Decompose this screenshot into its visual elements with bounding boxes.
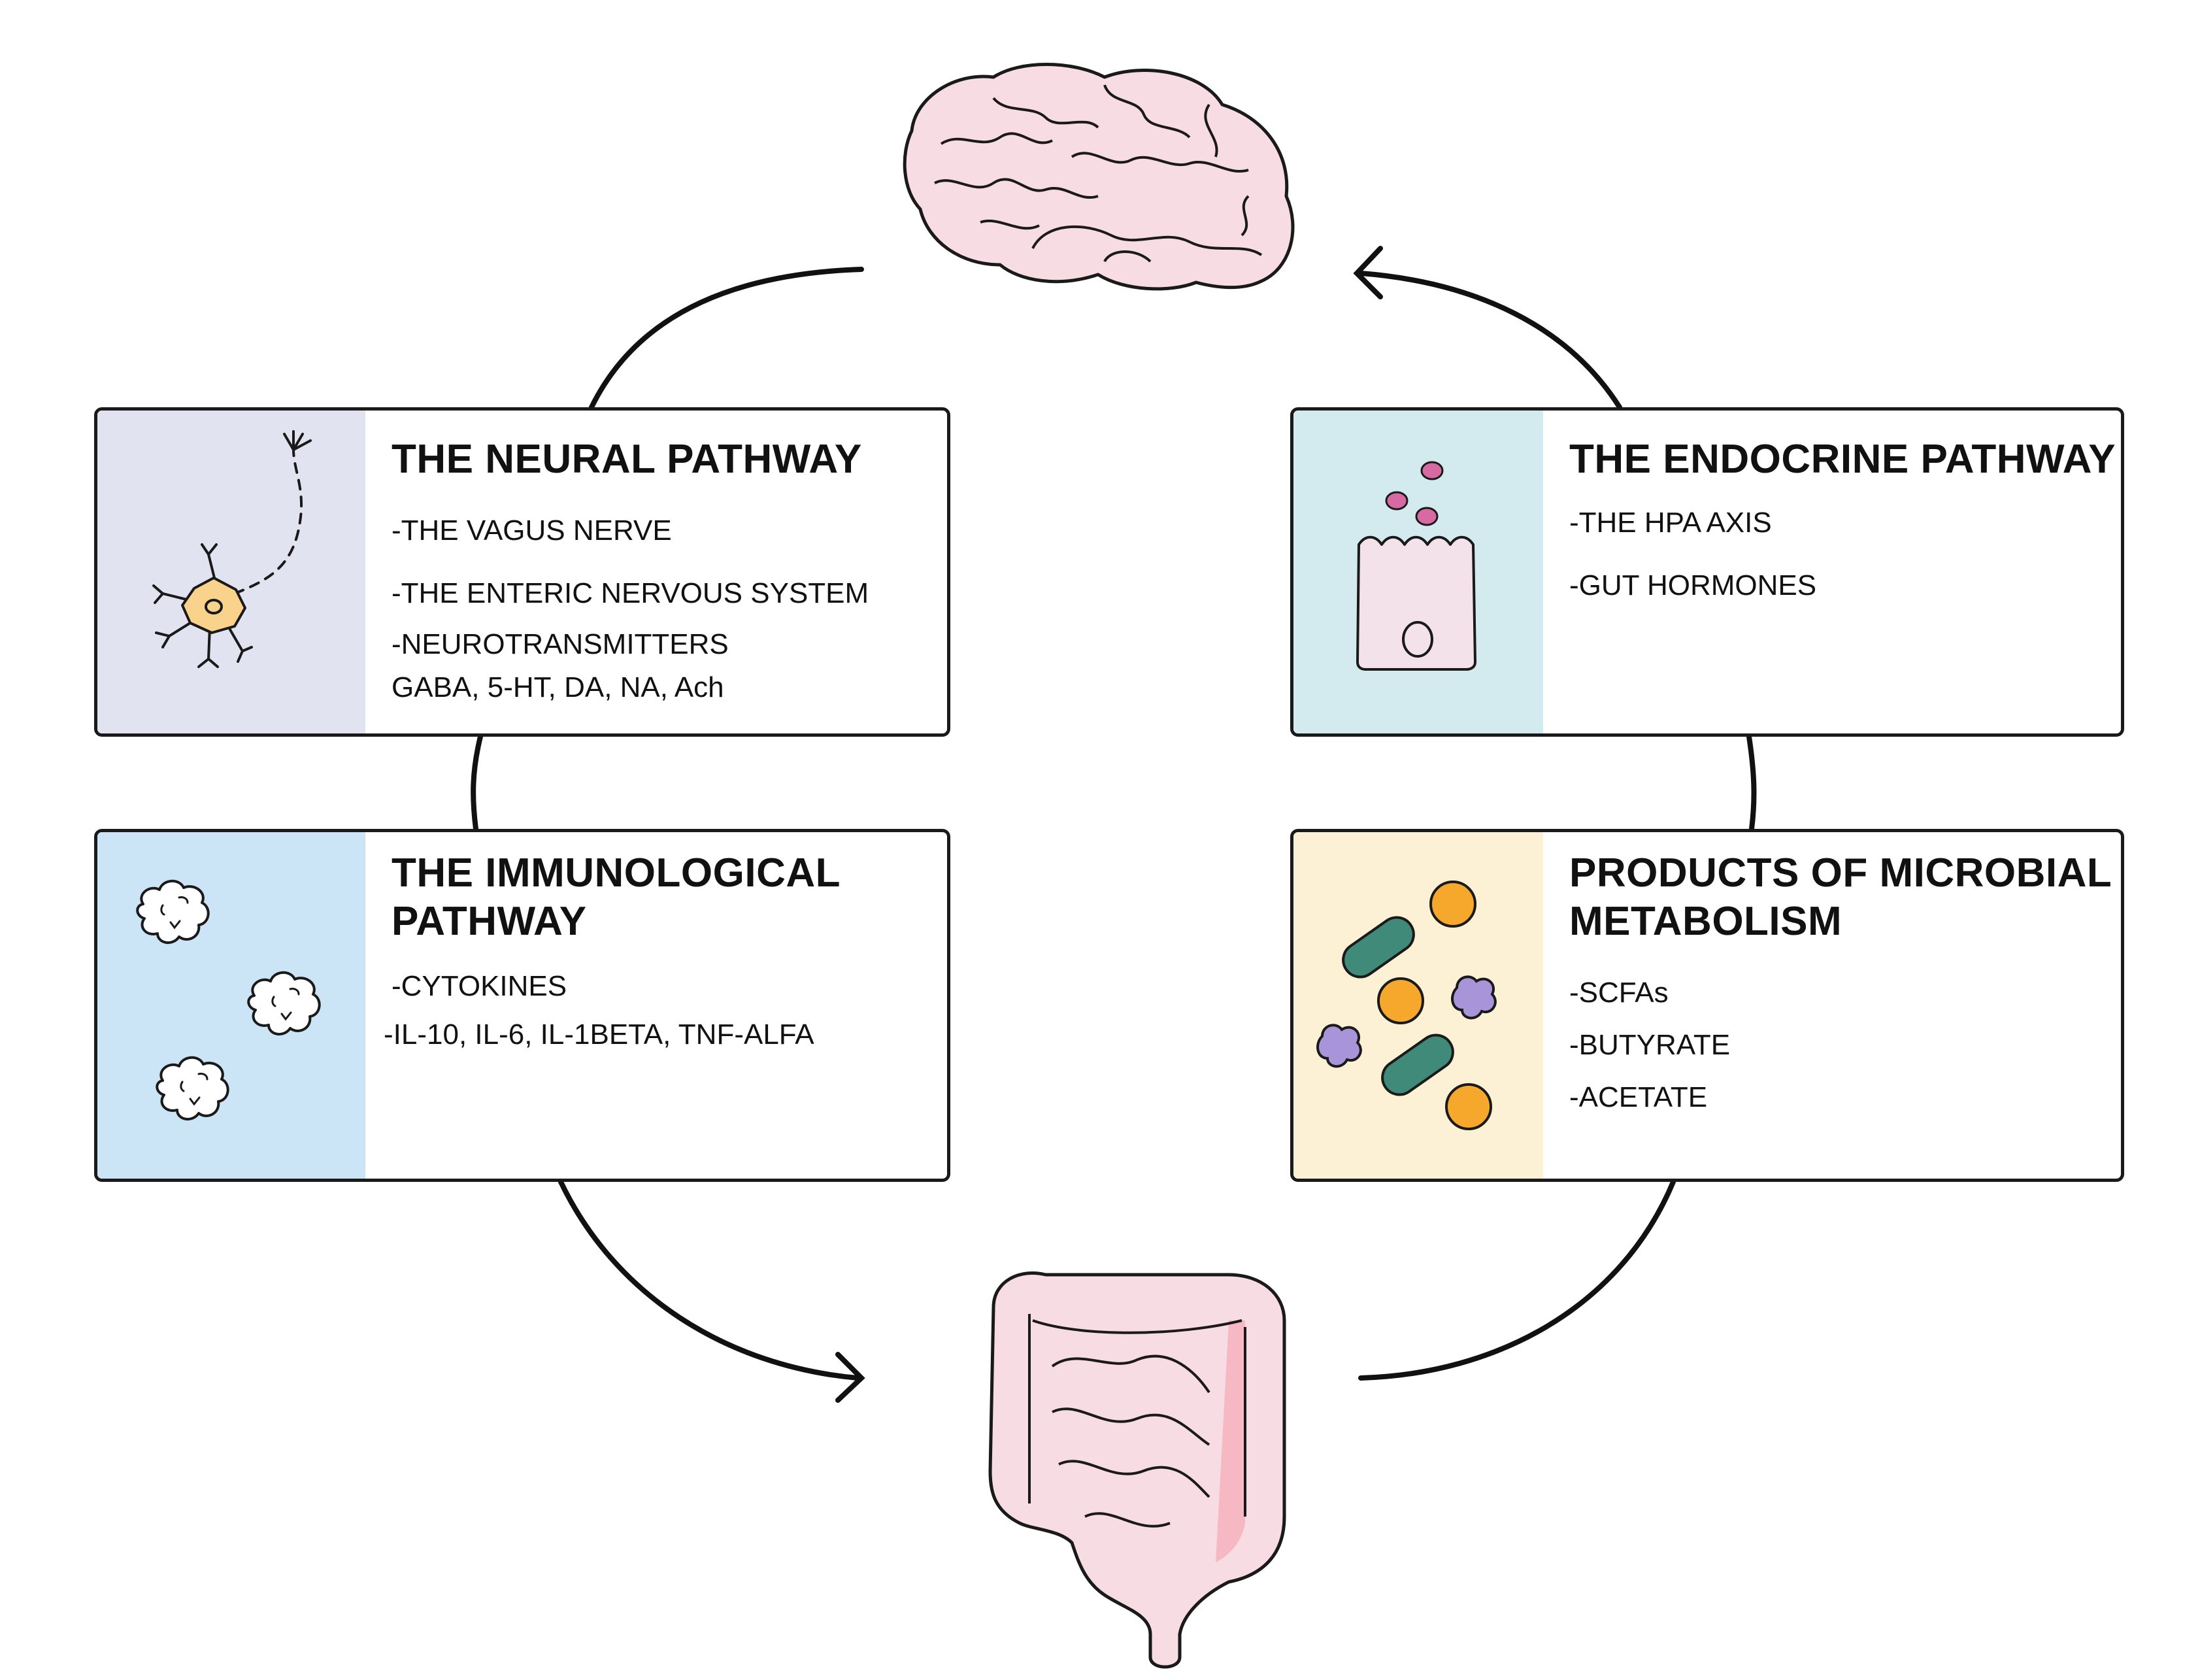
neural-icon-panel <box>97 411 365 733</box>
immunological-item-1: -CYTOKINES <box>392 970 567 1002</box>
neural-item-1: -THE VAGUS NERVE <box>392 514 672 546</box>
endocrine-title: THE ENDOCRINE PATHWAY <box>1569 437 2116 482</box>
neural-item-2: -THE ENTERIC NERVOUS SYSTEM <box>392 577 869 609</box>
immunological-title-line2: PATHWAY <box>392 899 587 944</box>
endocrine-icon-panel <box>1293 411 1543 733</box>
rod-bacterium-2 <box>1381 1033 1454 1096</box>
secreting-cell-icon <box>1356 461 1476 671</box>
neural-item-4: GABA, 5-HT, DA, NA, Ach <box>392 671 724 703</box>
connector-neural-immuno <box>471 734 483 832</box>
microbial-icon-panel <box>1293 832 1543 1179</box>
microbial-item-2: -BUTYRATE <box>1569 1029 1731 1061</box>
microbial-item-3: -ACETATE <box>1569 1081 1708 1113</box>
neural-item-3: -NEUROTRANSMITTERS <box>392 628 729 660</box>
endocrine-pathway-card: THE ENDOCRINE PATHWAY -THE HPA AXIS -GUT… <box>1290 407 2124 737</box>
arc-gut-to-microbial <box>1358 1179 1676 1381</box>
arc-endocrine-to-brain <box>1358 271 1622 410</box>
immunological-content: THE IMMUNOLOGICAL PATHWAY -CYTOKINES -IL… <box>365 832 947 1179</box>
intestine-icon <box>988 1271 1286 1669</box>
brain-icon <box>903 63 1295 291</box>
immunological-icon-panel <box>97 832 365 1179</box>
coccus-orange-1 <box>1429 881 1476 928</box>
microbial-metabolism-card: PRODUCTS OF MICROBIAL METABOLISM -SCFAs … <box>1290 829 2124 1182</box>
rod-bacterium-1 <box>1342 916 1415 979</box>
connector-endocrine-microbial <box>1746 734 1757 832</box>
microbial-title-line2: METABOLISM <box>1569 899 1842 944</box>
coccus-purple-1 <box>1451 975 1497 1020</box>
immune-cell-1 <box>136 879 210 944</box>
bacteria-icon <box>1316 881 1497 1130</box>
microbial-content: PRODUCTS OF MICROBIAL METABOLISM -SCFAs … <box>1543 832 2121 1179</box>
coccus-orange-2 <box>1377 977 1424 1024</box>
microbial-title-line1: PRODUCTS OF MICROBIAL <box>1569 850 2112 896</box>
immune-cell-3 <box>156 1056 229 1120</box>
immunological-title-line1: THE IMMUNOLOGICAL <box>392 850 841 896</box>
neuron-icon <box>152 430 312 668</box>
neural-title: THE NEURAL PATHWAY <box>392 437 862 482</box>
arc-brain-to-neural <box>589 267 864 410</box>
arrowhead-gut <box>835 1352 865 1403</box>
endocrine-item-2: -GUT HORMONES <box>1569 569 1817 601</box>
endocrine-item-1: -THE HPA AXIS <box>1569 507 1772 539</box>
neural-pathway-card: THE NEURAL PATHWAY -THE VAGUS NERVE -THE… <box>94 407 950 737</box>
microbial-item-1: -SCFAs <box>1569 977 1669 1009</box>
endocrine-content: THE ENDOCRINE PATHWAY -THE HPA AXIS -GUT… <box>1543 411 2121 733</box>
immunological-pathway-card: THE IMMUNOLOGICAL PATHWAY -CYTOKINES -IL… <box>94 829 950 1182</box>
immune-cells-icon <box>136 879 321 1120</box>
coccus-orange-3 <box>1445 1083 1492 1130</box>
arc-immuno-to-gut <box>558 1179 860 1381</box>
arrowhead-brain <box>1353 246 1383 299</box>
neural-content: THE NEURAL PATHWAY -THE VAGUS NERVE -THE… <box>365 411 947 733</box>
immune-cell-2 <box>247 971 321 1035</box>
coccus-purple-2 <box>1316 1024 1362 1068</box>
immunological-item-2: -IL-10, IL-6, IL-1BETA, TNF-ALFA <box>384 1018 814 1050</box>
